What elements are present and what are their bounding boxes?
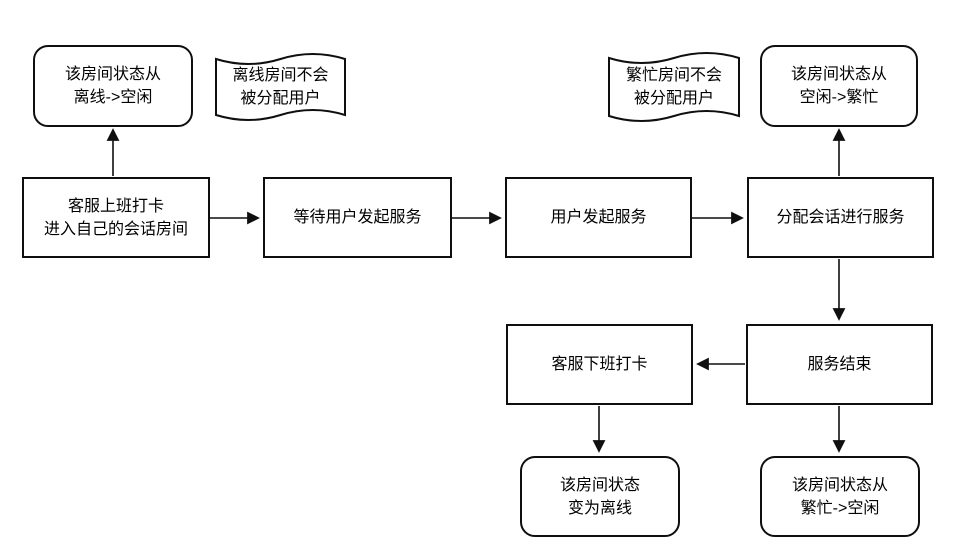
node-label-line: 该房间状态从	[791, 476, 888, 494]
node-label-line: 等待用户发起服务	[293, 209, 422, 226]
node-label-line: 进入自己的会话房间	[43, 220, 188, 238]
node-label-line: 该房间状态从	[790, 66, 887, 83]
node-note-offline-room: 离线房间不会 被分配用户	[216, 51, 345, 123]
node-note-busy-room: 繁忙房间不会 被分配用户	[609, 50, 739, 124]
node-label-line: 该房间状态	[559, 476, 640, 494]
node-service-end: 服务结束	[746, 324, 933, 405]
node-room-busy-to-idle: 该房间状态从 繁忙->空闲	[760, 456, 920, 537]
node-label-line: 繁忙房间不会	[625, 67, 722, 84]
tape-shape-offline-note	[215, 53, 346, 121]
node-clock-out: 客服下班打卡	[506, 324, 693, 405]
node-room-offline-to-idle: 该房间状态从 离线->空闲	[33, 45, 193, 127]
node-label-line: 分配会话进行服务	[776, 209, 905, 226]
node-label-line: 被分配用户	[240, 90, 321, 107]
node-label-line: 被分配用户	[633, 90, 714, 107]
node-label-line: 离线房间不会	[232, 67, 329, 84]
node-label-line: 服务结束	[807, 356, 872, 373]
node-label-line: 变为离线	[567, 499, 632, 517]
node-user-start-service: 用户发起服务	[505, 177, 692, 258]
node-wait-user-service: 等待用户发起服务	[263, 177, 452, 258]
node-assign-session: 分配会话进行服务	[747, 177, 934, 258]
node-label-line: 客服上班打卡	[67, 197, 164, 215]
node-label-line: 用户发起服务	[550, 209, 647, 226]
node-room-idle-to-busy: 该房间状态从 空闲->繁忙	[760, 45, 918, 127]
node-label-line: 繁忙->空闲	[800, 499, 880, 517]
tape-shape-busy-note	[608, 52, 740, 122]
node-label-line: 客服下班打卡	[551, 356, 648, 373]
node-label-line: 离线->空闲	[73, 89, 153, 106]
node-label-line: 空闲->繁忙	[799, 89, 879, 106]
node-label-line: 该房间状态从	[64, 66, 161, 83]
node-room-become-offline: 该房间状态 变为离线	[520, 456, 680, 537]
node-clock-in: 客服上班打卡 进入自己的会话房间	[22, 177, 210, 258]
